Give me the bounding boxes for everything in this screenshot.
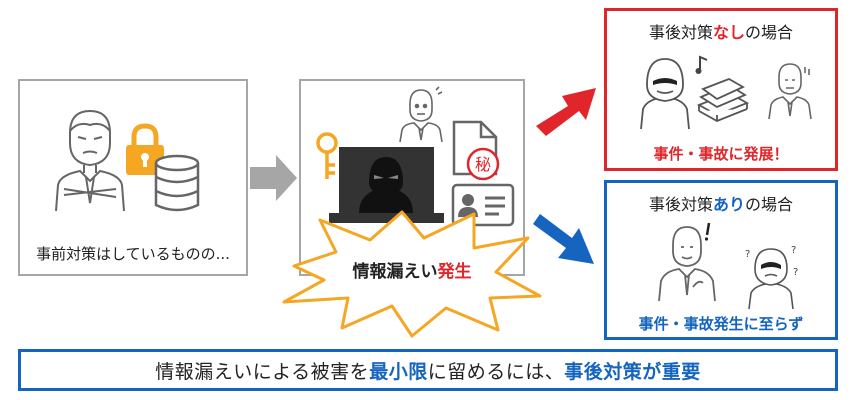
confused-man-icon: [399, 86, 443, 143]
incident-label-main: 情報漏えい: [352, 262, 438, 282]
sweating-man-icon: [768, 63, 812, 120]
blue-arrow: [533, 214, 594, 264]
confidential-stamp: 秘: [466, 147, 500, 181]
incident-label: 情報漏えい発生: [278, 257, 546, 282]
key-icon: [316, 132, 338, 179]
gray-arrow: [250, 155, 297, 201]
with-measures-result: 事件・事故発生に至らず: [638, 315, 804, 333]
prior-measures-caption: 事前対策はしているものの...: [36, 245, 230, 263]
music-note-icon: [695, 55, 708, 74]
svg-text:?: ?: [793, 267, 798, 278]
without-measures-result: 事件・事故に発展！: [653, 145, 789, 163]
title-highlight: なし: [712, 23, 745, 42]
conclusion-banner: 情報漏えいによる被害を最小限に留めるには、事後対策が重要: [18, 349, 838, 391]
explosion-burst: [282, 210, 542, 338]
conclusion-part2: 最小限: [369, 360, 428, 383]
panel-incident: 秘: [299, 79, 525, 276]
title-post: の場合: [745, 195, 794, 214]
confident-man-icon: [658, 222, 716, 302]
svg-text:?: ?: [745, 249, 750, 260]
conclusion-part4: 事後対策が重要: [564, 360, 701, 383]
with-measures-title: 事後対策ありの場合: [607, 191, 835, 215]
hacker-laptop-icon: [329, 147, 444, 223]
without-measures-title: 事後対策なしの場合: [607, 19, 835, 43]
stamp-text: 秘: [475, 155, 491, 174]
title-highlight: あり: [712, 195, 745, 214]
panel-without-measures: 事後対策なしの場合 事件・事故に発展！: [604, 8, 838, 171]
conclusion-part3: に留めるには、: [427, 360, 565, 383]
database-icon: [154, 154, 200, 212]
id-card-icon: [451, 183, 515, 227]
red-arrow: [536, 88, 596, 136]
lock-icon: [126, 123, 164, 175]
svg-text:?: ?: [791, 245, 796, 256]
title-pre: 事後対策: [648, 23, 713, 42]
title-pre: 事後対策: [648, 195, 713, 214]
money-stack-icon: [696, 78, 750, 122]
incident-label-highlight: 発生: [437, 262, 472, 282]
hooded-thief-icon: [640, 58, 690, 130]
panel-with-measures: 事後対策ありの場合 ? ? ? 事件・事故発生に至らず: [604, 180, 838, 340]
confused-thief-icon: ? ? ?: [745, 245, 798, 310]
panel-prior-measures: 事前対策はしているものの...: [18, 79, 248, 276]
worried-man-icon: [55, 109, 125, 212]
title-post: の場合: [745, 23, 794, 42]
conclusion-part1: 情報漏えいによる被害を: [155, 360, 370, 383]
